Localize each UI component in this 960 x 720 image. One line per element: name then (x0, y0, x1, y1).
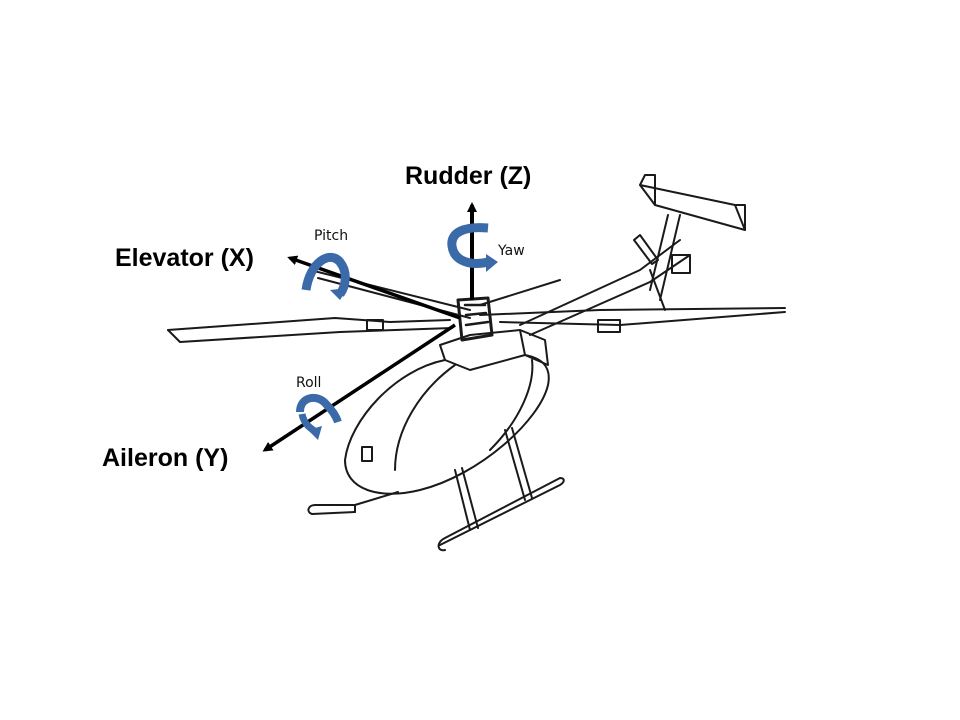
pitch-rotation-arrow (301, 252, 350, 300)
roll-rotation-arrow (296, 393, 342, 440)
yaw-label: Yaw (498, 243, 525, 259)
helicopter-illustration (167, 174, 786, 552)
rudder-axis-label: Rudder (Z) (405, 162, 532, 190)
aileron-axis-arrow (262, 323, 456, 452)
elevator-axis-label: Elevator (X) (115, 244, 254, 272)
aileron-axis-label: Aileron (Y) (102, 444, 229, 472)
pitch-label: Pitch (314, 228, 349, 244)
roll-label: Roll (296, 375, 322, 391)
yaw-rotation-arrow (447, 223, 498, 272)
